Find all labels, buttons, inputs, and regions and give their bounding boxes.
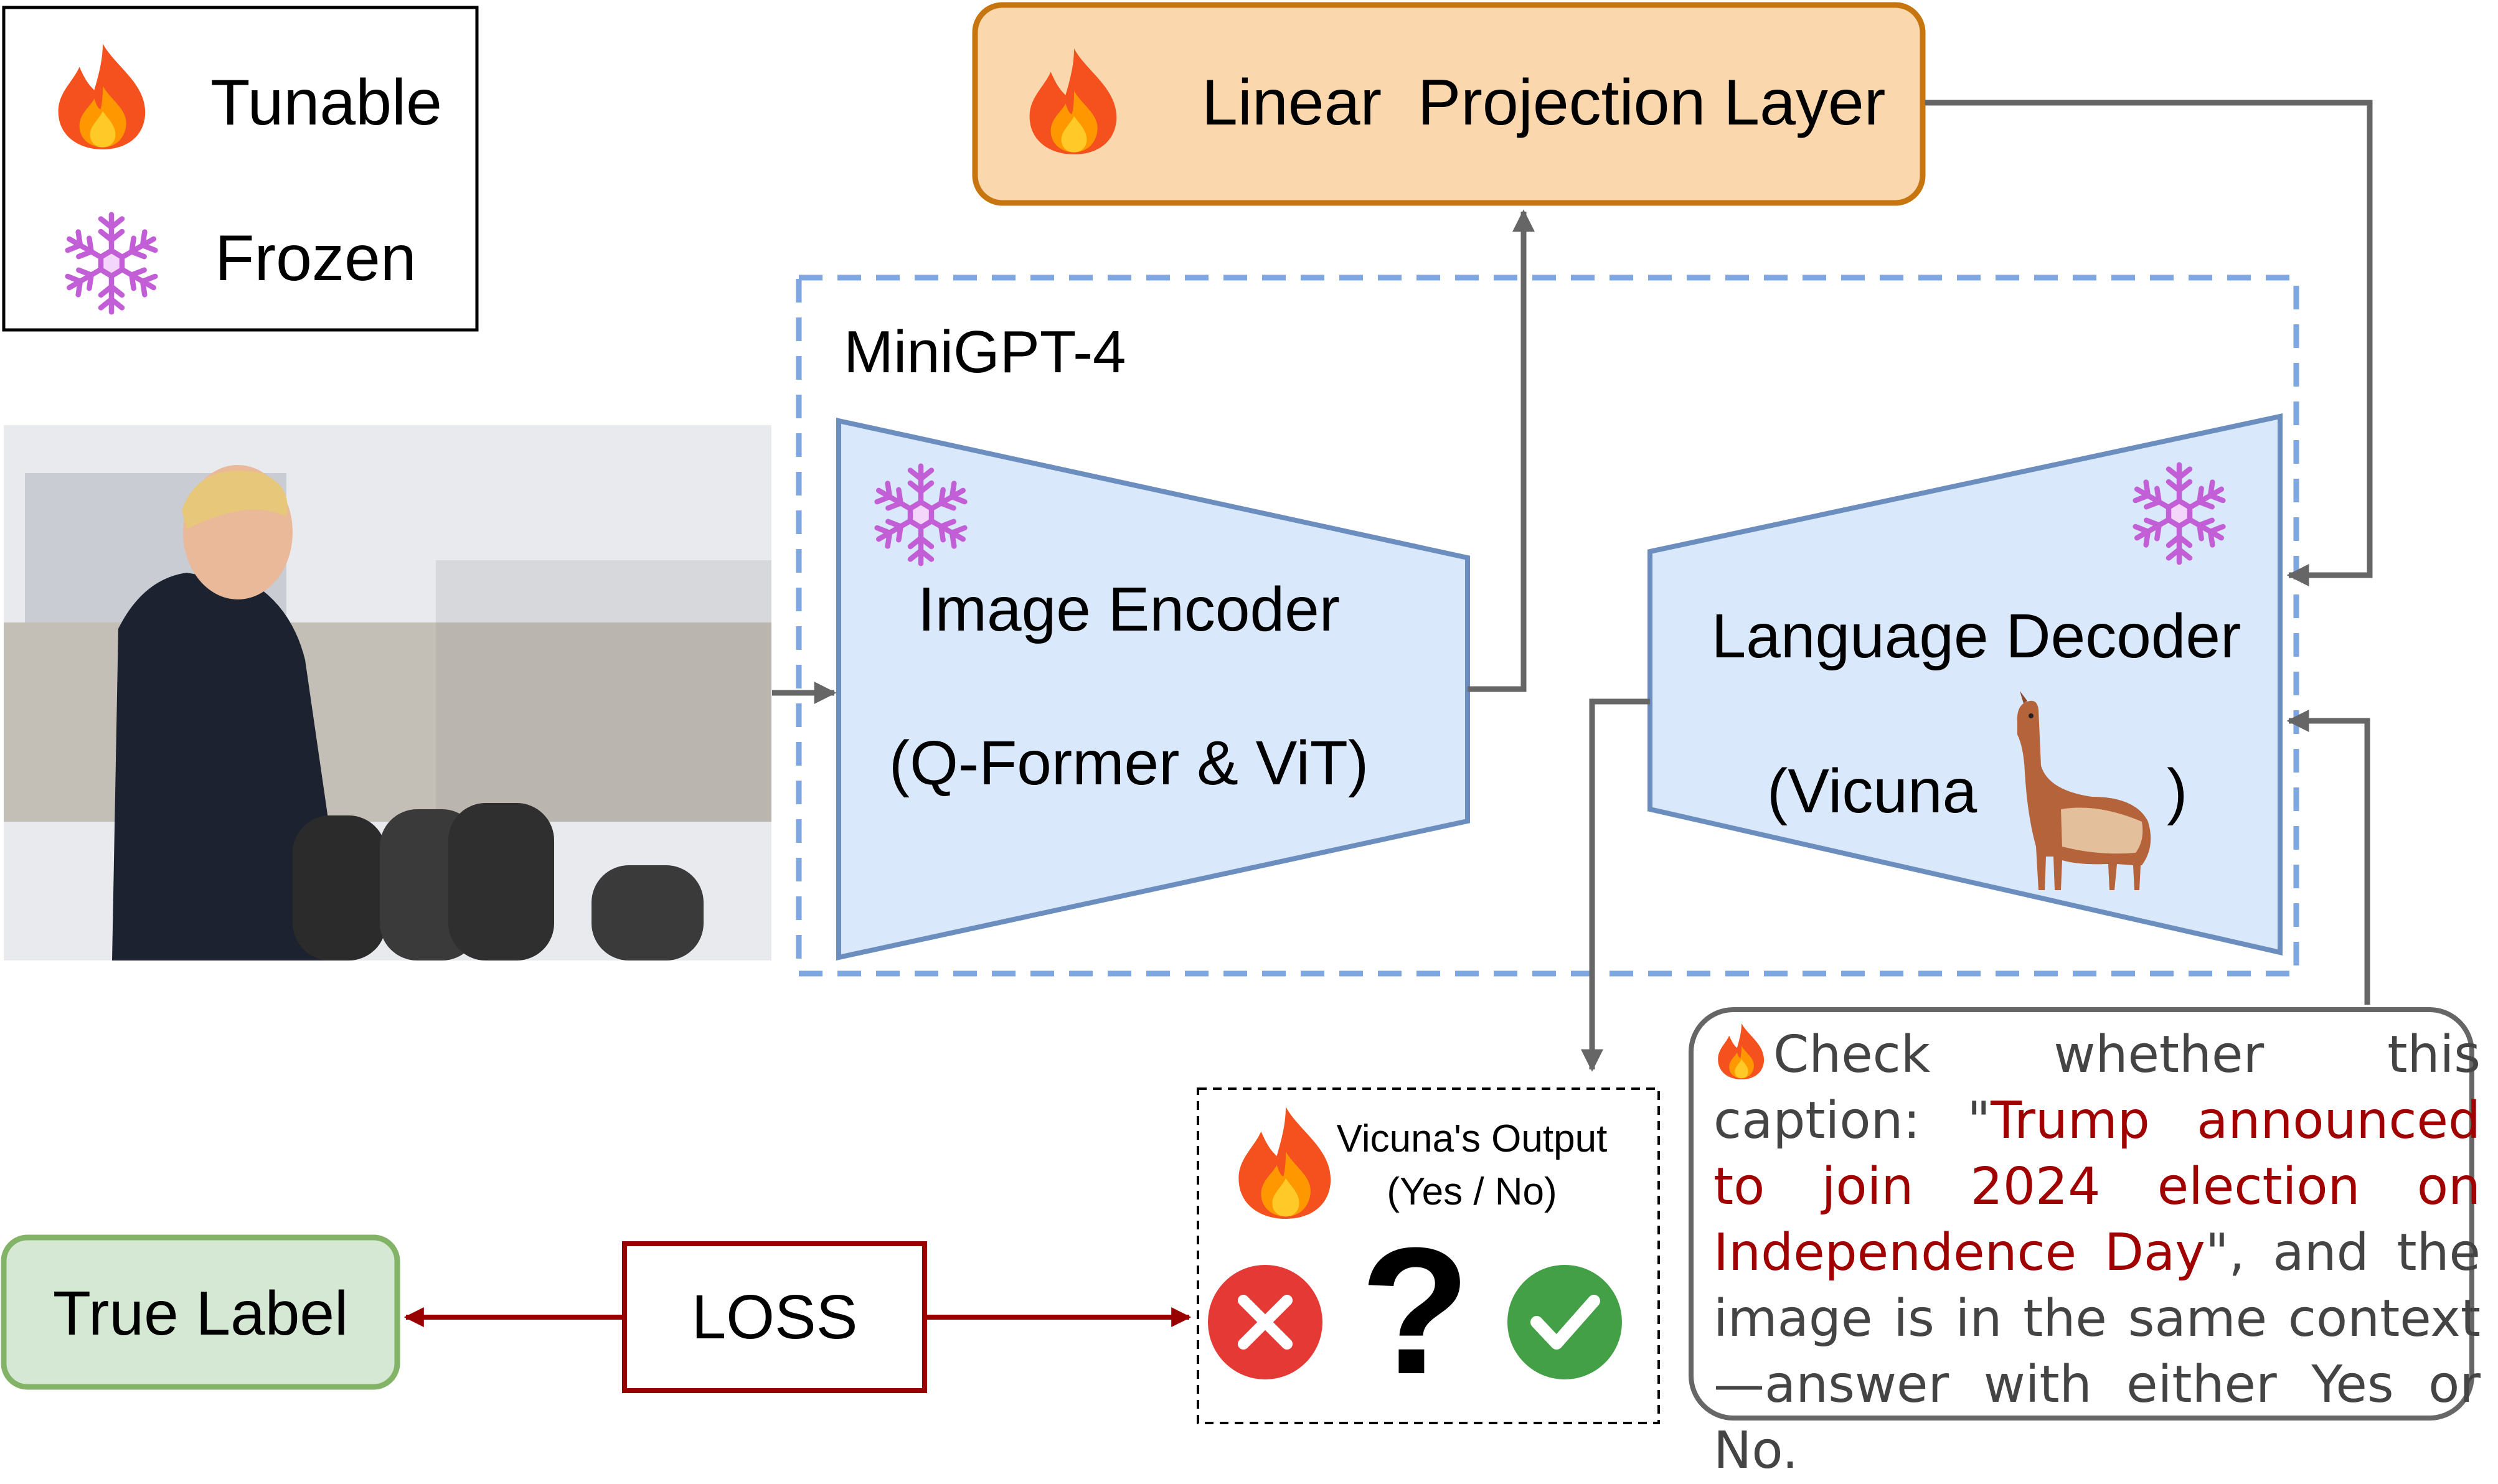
language-decoder-title: Language Decoder	[1712, 601, 2241, 671]
check-icon	[1507, 1265, 1622, 1379]
legend-frozen-label: Frozen	[215, 222, 417, 294]
image-encoder: Image Encoder (Q-Former & ViT)	[836, 418, 1470, 960]
output-options: (Yes / No)	[1387, 1170, 1557, 1213]
llama-icon	[2017, 691, 2151, 890]
gray-arrows	[772, 100, 2373, 1072]
legend: Tunable Frozen	[2, 6, 479, 332]
flame-icon	[1718, 1023, 1765, 1079]
projection-label: Linear Projection Layer	[1202, 67, 1885, 139]
vicuna-output: Vicuna's Output (Yes / No) ?	[1197, 1087, 1660, 1424]
loss-section: True Label LOSS	[1, 1234, 1192, 1393]
prompt-text: Check whether this caption: "Trump annou…	[1713, 1022, 2481, 1484]
language-decoder-subtitle: (Vicuna	[1767, 756, 1977, 826]
legend-tunable-label: Tunable	[210, 67, 442, 139]
arrow-projection-to-decoder	[1925, 100, 2373, 586]
minigpt-frame	[796, 275, 2299, 977]
language-decoder-shape	[1647, 413, 2283, 956]
prompt-prefix: Check whether this caption:	[1713, 1025, 2481, 1150]
minigpt-title: MiniGPT-4	[844, 319, 1126, 385]
question-mark: ?	[1360, 1210, 1470, 1412]
language-decoder-subtitle-close: )	[2167, 756, 2187, 826]
arrow-decoder-to-output	[1581, 698, 1650, 1072]
cross-icon	[1208, 1265, 1322, 1379]
legend-box	[2, 6, 479, 332]
true-label-text: True Label	[53, 1279, 348, 1348]
projection-box	[972, 2, 1926, 206]
prompt-open-quote: "	[1967, 1091, 1991, 1150]
prompt-box	[1689, 1007, 2474, 1421]
image-encoder-shape	[836, 418, 1470, 960]
loss-label: LOSS	[692, 1282, 858, 1352]
architecture-diagram: Tunable Frozen Linear Projection Layer M…	[1, 2, 2373, 1424]
language-decoder: Language Decoder (Vicuna )	[1647, 413, 2283, 956]
output-title: Vicuna's Output	[1337, 1117, 1608, 1160]
prompt-caption: Trump announced to join 2024 election on…	[1713, 1091, 2481, 1282]
arrow-prompt-to-decoder	[2286, 710, 2370, 1005]
true-label-box	[1, 1234, 400, 1390]
photo	[4, 425, 771, 960]
image-encoder-subtitle: (Q-Former & ViT)	[889, 728, 1369, 798]
image-encoder-title: Image Encoder	[918, 575, 1340, 644]
arrow-encoder-to-projection	[1468, 209, 1535, 692]
projection-layer: Linear Projection Layer	[972, 2, 1926, 206]
